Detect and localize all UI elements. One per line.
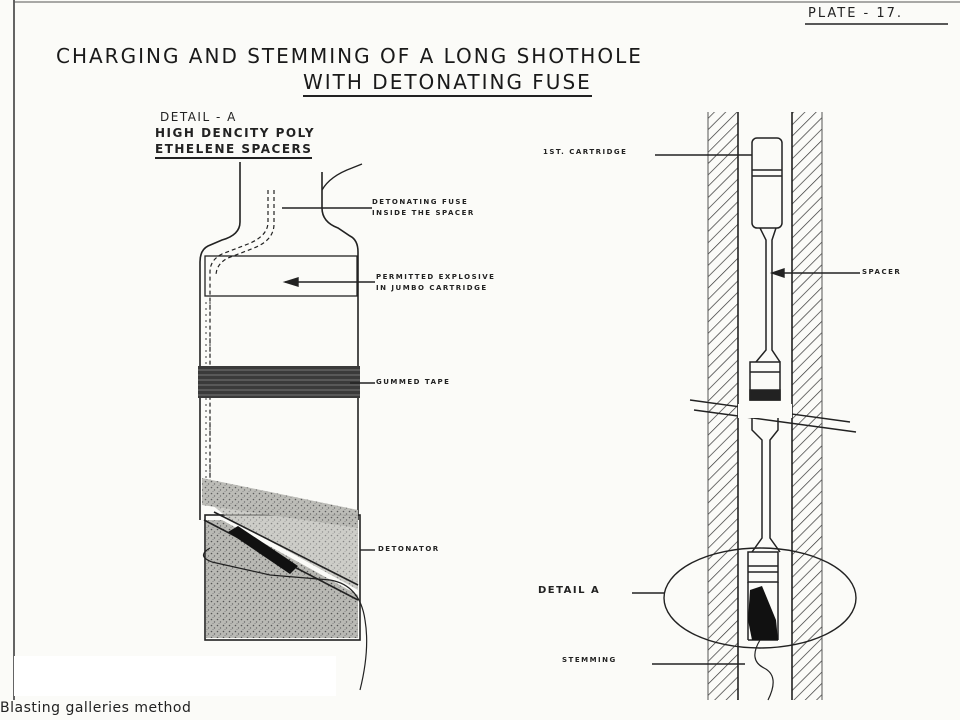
gummed-tape-band — [198, 366, 360, 398]
detonator-leads — [202, 547, 368, 691]
leader-lines-right — [632, 154, 860, 665]
explosive-fill-lower — [206, 520, 358, 638]
break-gap — [738, 404, 792, 418]
plate-number: PLATE - 17. — [808, 6, 904, 21]
label-inside-spacer: INSIDE THE SPACER — [372, 209, 475, 217]
label-detonator: DETONATOR — [378, 545, 440, 553]
title-line-1: CHARGING AND STEMMING OF A LONG SHOTHOLE — [56, 44, 643, 68]
explosive-fill-wedge — [206, 500, 358, 590]
label-detail-a-ref: DETAIL A — [538, 585, 601, 596]
detail-a-line-2: HIGH DENCITY POLY — [155, 126, 316, 140]
label-gummed-tape: GUMMED TAPE — [376, 378, 451, 386]
leader-lines-left — [282, 163, 375, 551]
charge-dark — [748, 586, 778, 640]
title-line-2: WITH DETONATING FUSE — [303, 70, 592, 97]
label-detonating-fuse: DETONATING FUSE — [372, 198, 469, 206]
detail-a-heading: DETAIL - A — [160, 110, 237, 124]
detail-a-line-3: ETHELENE SPACERS — [155, 142, 313, 159]
charge-column — [747, 137, 783, 641]
caption: Blasting galleries method — [0, 700, 192, 716]
label-first-cartridge: 1ST. CARTRIDGE — [543, 148, 628, 156]
label-jumbo-cartridge: IN JUMBO CARTRIDGE — [376, 284, 488, 292]
label-permitted-explosive: PERMITTED EXPLOSIVE — [376, 273, 496, 281]
label-spacer: SPACER — [862, 268, 902, 276]
detonator-shape — [228, 526, 298, 574]
detail-a-circle — [663, 547, 857, 649]
caption-mask — [14, 656, 336, 696]
stemming-wire — [754, 639, 774, 701]
label-stemming: STEMMING — [562, 656, 617, 664]
